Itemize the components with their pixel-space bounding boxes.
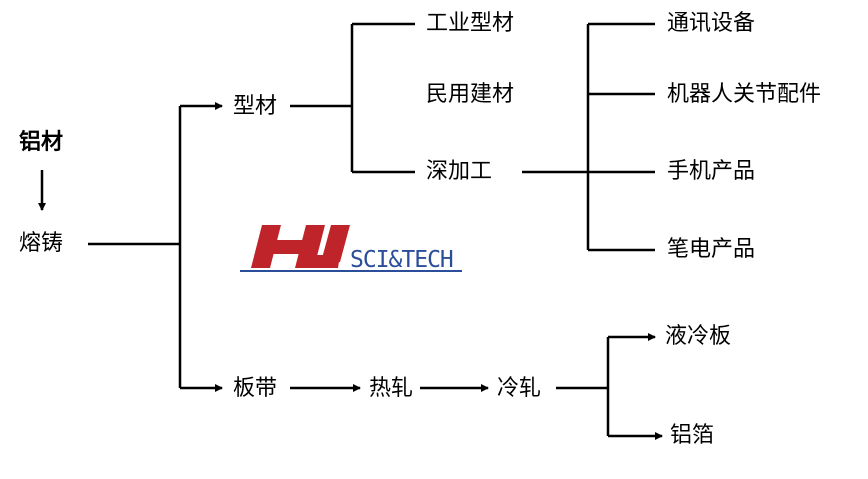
node-profile: 型材 [233, 94, 278, 119]
node-casting: 熔铸 [19, 231, 64, 256]
connector-lines [38, 22, 663, 440]
node-civil-building: 民用建材 [426, 82, 515, 107]
node-mobile-products: 手机产品 [667, 159, 756, 184]
node-hot-rolling: 热轧 [369, 376, 414, 401]
node-communication-equipment: 通讯设备 [667, 11, 756, 36]
hj-logo-icon [240, 225, 462, 272]
node-cold-rolling: 冷轧 [497, 376, 542, 401]
node-industrial-profile: 工业型材 [426, 11, 515, 36]
node-deep-processing: 深加工 [426, 159, 493, 184]
node-aluminum: 铝材 [19, 130, 64, 155]
node-laptop-products: 笔电产品 [667, 237, 756, 262]
node-robot-joint-parts: 机器人关节配件 [667, 82, 822, 107]
node-liquid-cooling-plate: 液冷板 [665, 324, 732, 349]
node-aluminum-foil: 铝箔 [670, 423, 715, 448]
logo-text: SCI&TECH [350, 247, 454, 273]
node-plate-strip: 板带 [233, 376, 278, 401]
